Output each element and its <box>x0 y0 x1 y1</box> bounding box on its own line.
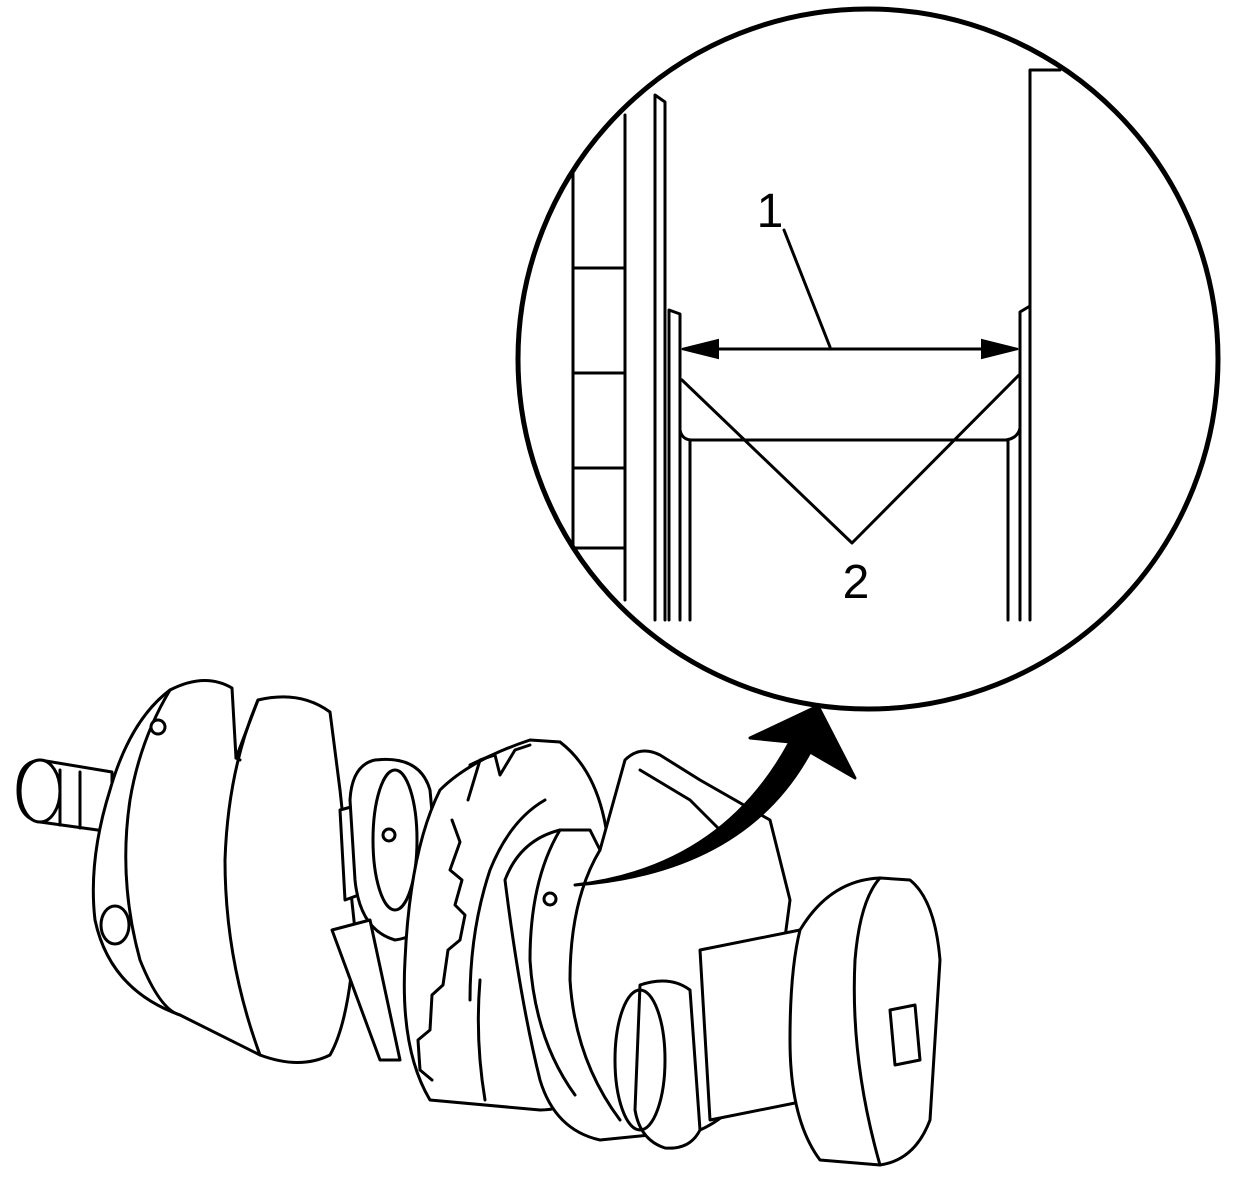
detail-magnifier: 1 2 <box>515 6 1221 712</box>
crankshaft <box>16 678 942 1167</box>
detail-circle <box>515 6 1221 712</box>
detail-groove-floor <box>678 373 1022 442</box>
detail-left-wall <box>667 308 692 622</box>
callout-label-2: 2 <box>843 556 870 609</box>
rear-flange <box>788 876 942 1167</box>
dimension-arrow <box>681 338 1019 360</box>
leader-lines-two <box>680 373 1021 545</box>
detail-left-block <box>571 93 667 622</box>
detail-right-wall <box>1006 68 1062 622</box>
curved-arrow <box>573 704 857 887</box>
crankshaft-snout <box>16 758 114 834</box>
journal-rear <box>613 928 812 1150</box>
leader-line-one <box>782 228 832 349</box>
callout-label-1: 1 <box>757 185 784 238</box>
counterweight-front <box>91 678 357 1064</box>
